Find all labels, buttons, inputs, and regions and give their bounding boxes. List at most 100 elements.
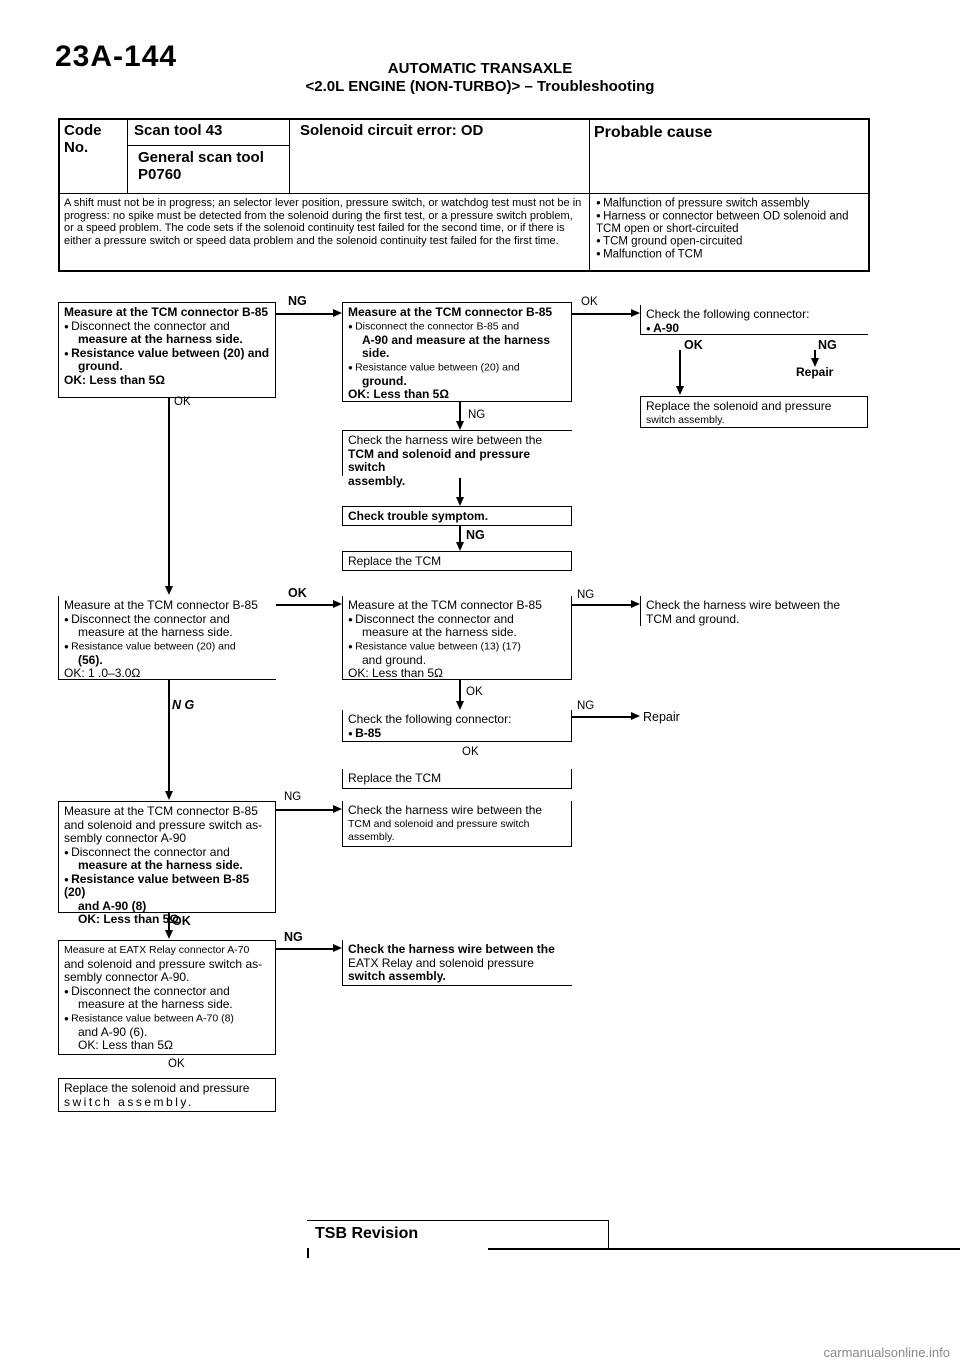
general-scan-label: General scan tool — [138, 149, 264, 166]
connector-line — [459, 478, 461, 498]
step-measure-b85-13-17: Measure at the TCM connector B-85 Discon… — [342, 596, 572, 680]
arrow-down-icon — [165, 586, 173, 595]
probable-causes: Malfunction of pressure switch assembly … — [590, 194, 868, 270]
step-line: Disconnect the connector and — [64, 612, 271, 627]
connector-line — [459, 680, 461, 702]
ng-label: NG — [288, 294, 307, 308]
step-line: Check trouble symptom. — [348, 509, 489, 523]
step-check-harness-eatx-solenoid: Check the harness wire between the EATX … — [342, 940, 572, 986]
step-measure-b85-a90-8: Measure at the TCM connector B-85 and so… — [58, 801, 276, 926]
step-check-harness-tcm-ground: Check the harness wire between the TCM a… — [640, 596, 868, 626]
step-line: Check the harness wire between the — [348, 803, 543, 817]
step-line: Replace the TCM — [348, 771, 442, 785]
divider — [488, 1248, 960, 1250]
step-line: and A-90 (6). — [78, 1024, 148, 1039]
step-line: Disconnect the connector and — [64, 845, 270, 860]
arrow-right-icon — [631, 600, 640, 608]
connector-line — [168, 398, 170, 586]
ng-label: NG — [466, 528, 485, 542]
step-line: switch assembly. — [64, 1094, 194, 1109]
ok-label: OK — [466, 686, 483, 698]
step-line: Disconnect the connector and — [64, 984, 270, 999]
step-line: (56). — [78, 652, 103, 667]
page-title: AUTOMATIC TRANSAXLE — [387, 60, 573, 77]
code-table: Code No. Scan tool 43 General scan tool … — [58, 118, 870, 272]
step-check-symptom: Check trouble symptom. — [342, 506, 572, 526]
step-line: measure at the harness side. — [362, 625, 517, 640]
step-line: Disconnect the connector B-85 and — [348, 320, 566, 334]
step-line: switch assembly. — [348, 969, 446, 983]
repair-label: Repair — [643, 710, 680, 724]
step-line: Replace the solenoid and pressure — [646, 399, 832, 413]
step-line: measure at the harness side. — [78, 858, 243, 873]
step-line: Replace the TCM — [348, 554, 442, 568]
ng-label: NG — [577, 700, 595, 712]
step-line: and solenoid and pressure switch as- — [64, 817, 263, 832]
step-line: A-90 and measure at the harness — [362, 332, 551, 347]
step-line: Resistance value between (20) and — [348, 361, 566, 375]
step-line: measure at the harness side. — [78, 625, 233, 640]
step-line: sembly connector A-90. — [64, 970, 190, 984]
step-line: Resistance value between (13) (17) — [348, 640, 566, 654]
arrow-right-icon — [631, 309, 640, 317]
connector-line — [572, 716, 632, 718]
connector-line — [572, 313, 632, 315]
step-line: Resistance value between (20) and — [64, 346, 270, 361]
tsb-revision-box: TSB Revision — [307, 1220, 609, 1248]
step-line: OK: Less than 5Ω — [64, 372, 165, 387]
ok-label: OK — [172, 914, 191, 928]
divider — [307, 1248, 309, 1258]
page-number: 23A-144 — [55, 40, 178, 73]
ok-label: OK — [462, 746, 479, 758]
probable-cause-label: Probable cause — [590, 120, 868, 194]
ng-label: NG — [818, 338, 837, 352]
scan-tool-label: Scan tool 43 — [128, 120, 290, 146]
step-check-b85: Check the following connector: B-85 — [342, 710, 572, 742]
step-line: measure at the harness side. — [78, 332, 243, 347]
arrow-down-icon — [456, 542, 464, 551]
ok-label: OK — [684, 338, 703, 352]
ok-label: OK — [288, 586, 307, 600]
connector-line — [679, 350, 681, 386]
step-measure-b85-20-56: Measure at the TCM connector B-85 Discon… — [58, 596, 276, 680]
arrow-right-icon — [631, 712, 640, 720]
connector-line — [814, 350, 816, 362]
step-line: assembly. — [348, 473, 406, 488]
step-line: Disconnect the connector and — [64, 319, 270, 334]
code-no-label: Code No. — [60, 120, 128, 194]
arrow-right-icon — [333, 944, 342, 952]
general-scan-tool: General scan tool P0760 — [128, 146, 290, 194]
step-line: ground. — [78, 359, 123, 374]
arrow-down-icon — [811, 358, 819, 367]
ok-label: OK — [581, 296, 598, 308]
step-line: TCM and solenoid and pressure switch — [348, 446, 531, 474]
step-line: Disconnect the connector and — [348, 612, 566, 627]
step-line: Resistance value between B-85 (20) — [64, 872, 270, 900]
connector-line — [276, 948, 334, 950]
arrow-down-icon — [456, 701, 464, 710]
step-replace-solenoid-1: Replace the solenoid and pressure switch… — [640, 396, 868, 428]
step-measure-b85-20-ground: Measure at the TCM connector B-85 Discon… — [58, 302, 276, 398]
step-line: assembly. — [348, 831, 395, 843]
step-line: Replace the solenoid and pressure — [64, 1081, 250, 1095]
step-line: TCM and ground. — [646, 611, 740, 626]
step-line: side. — [362, 346, 390, 361]
step-line: Check the following connector: — [348, 712, 512, 726]
step-line: and solenoid and pressure switch as- — [64, 956, 263, 971]
cause-item: TCM ground open-circuited — [596, 235, 862, 248]
step-line: switch assembly. — [646, 413, 725, 426]
step-line: OK: Less than 5Ω — [348, 387, 449, 402]
step-line: Resistance value between A-70 (8) — [64, 1012, 270, 1026]
connector-line — [459, 526, 461, 543]
arrow-right-icon — [333, 309, 342, 317]
step-line: and ground. — [362, 652, 427, 667]
step-line: EATX Relay and solenoid pressure — [348, 955, 534, 970]
connector-line — [276, 604, 334, 606]
step-check-harness-tcm-solenoid-2: Check the harness wire between the TCM a… — [342, 801, 572, 847]
step-check-a90: Check the following connector: A-90 — [640, 305, 868, 335]
step-line: sembly connector A-90 — [64, 831, 187, 845]
step-line: Check the harness wire between the — [348, 433, 543, 447]
ng-label: N G — [172, 698, 195, 712]
repair-label: Repair — [796, 365, 834, 379]
connector-line — [276, 313, 334, 315]
